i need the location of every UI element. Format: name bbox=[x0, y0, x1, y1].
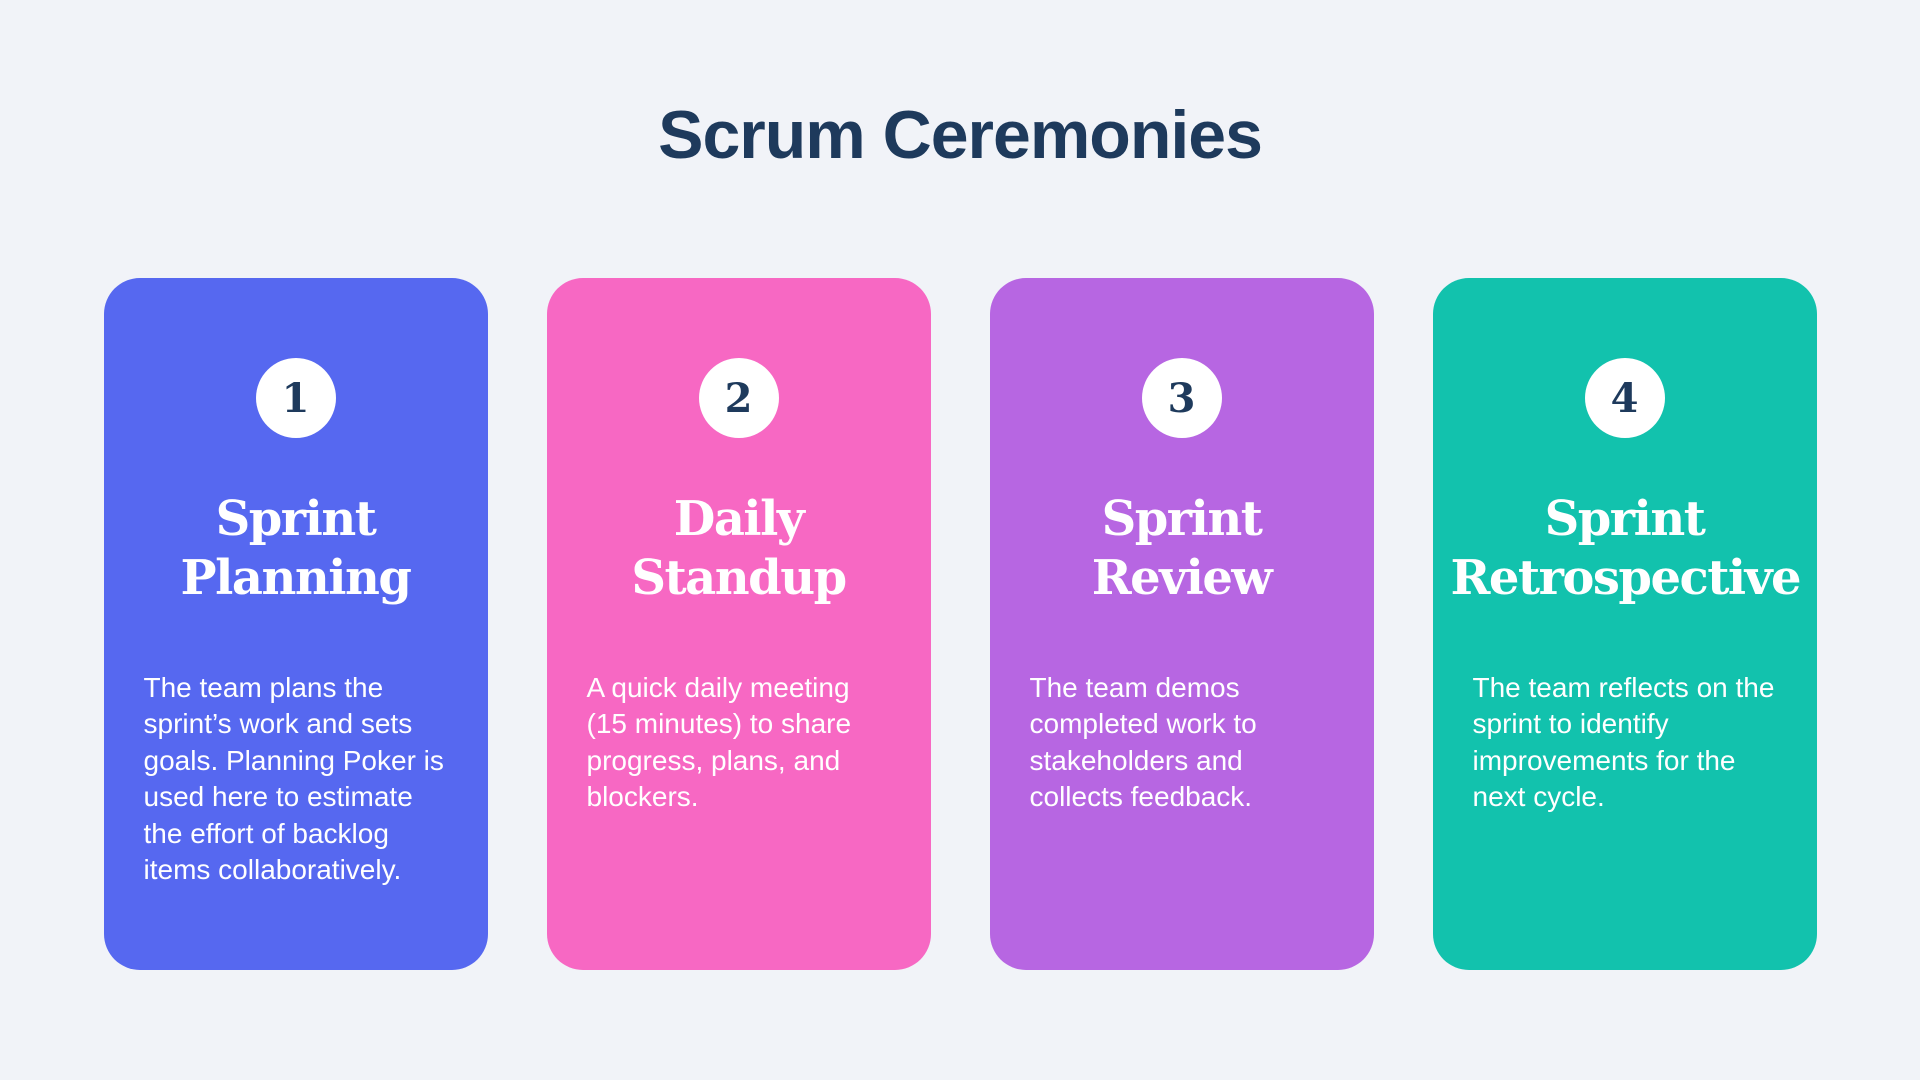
card-title: Sprint Planning bbox=[104, 490, 488, 608]
card-title-line: Planning bbox=[180, 550, 412, 607]
card-title-line: Retrospective bbox=[1450, 550, 1802, 607]
card-description: A quick daily meeting (15 minutes) to sh… bbox=[586, 672, 852, 813]
step-number-badge: 2 bbox=[698, 358, 779, 438]
card-title-line: Sprint bbox=[215, 491, 377, 547]
card-sprint-retrospective: 4 Sprint Retrospective The team reflects… bbox=[1432, 278, 1817, 970]
card-title: Sprint Review bbox=[990, 490, 1374, 608]
card-title-line: Standup bbox=[631, 550, 847, 607]
step-number-badge: 4 bbox=[1584, 358, 1665, 438]
card-description: The team plans the sprint’s work and set… bbox=[143, 672, 444, 886]
card-description: The team reflects on the sprint to ident… bbox=[1472, 672, 1775, 813]
card-daily-standup: 2 Daily Standup A quick daily meeting (1… bbox=[546, 278, 931, 970]
step-number-badge: 1 bbox=[255, 358, 336, 438]
step-number-badge: 3 bbox=[1141, 358, 1222, 438]
card-title-line: Daily bbox=[673, 491, 805, 547]
card-sprint-planning: 1 Sprint Planning The team plans the spr… bbox=[103, 278, 488, 970]
card-title-line: Sprint bbox=[1101, 491, 1263, 547]
card-description: The team demos completed work to stakeho… bbox=[1029, 672, 1257, 813]
card-title-line: Review bbox=[1091, 550, 1273, 607]
card-title: Sprint Retrospective bbox=[1433, 490, 1817, 608]
ceremony-cards-row: 1 Sprint Planning The team plans the spr… bbox=[0, 278, 1920, 970]
card-sprint-review: 3 Sprint Review The team demos completed… bbox=[989, 278, 1374, 970]
card-title-line: Sprint bbox=[1544, 491, 1706, 547]
page-title: Scrum Ceremonies bbox=[658, 97, 1263, 173]
card-title: Daily Standup bbox=[547, 490, 931, 608]
